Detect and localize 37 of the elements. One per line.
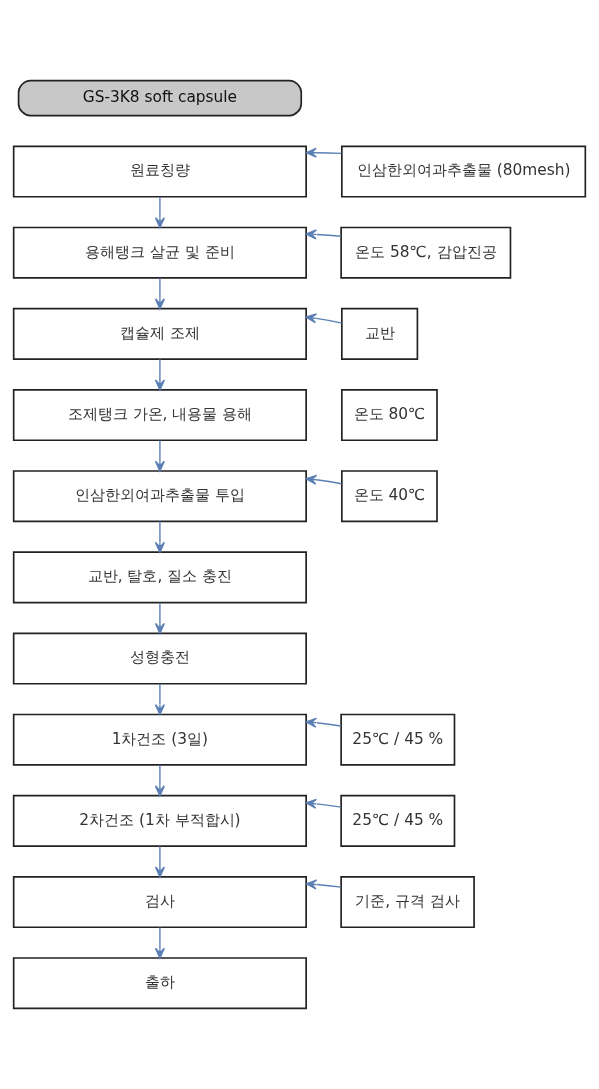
arrow <box>154 683 165 716</box>
node-box: 25℃ / 45 % <box>340 794 456 847</box>
arrow <box>305 474 343 485</box>
node-box: 교반, 탈호, 질소 충진 <box>12 551 307 604</box>
node-box: 출하 <box>12 957 307 1010</box>
arrow <box>154 520 165 553</box>
arrow <box>305 798 342 809</box>
arrow <box>154 602 165 635</box>
node-box: 온도 40℃ <box>341 470 438 523</box>
node-box: 검사 <box>12 876 307 929</box>
arrow <box>154 277 165 310</box>
node-box: 온도 58℃, 감압진공 <box>340 226 512 279</box>
node-box: 성형충전 <box>12 632 307 685</box>
arrow <box>154 196 165 229</box>
node-box: 온도 80℃ <box>341 389 438 442</box>
node-box: 캡슐제 조제 <box>12 307 307 360</box>
node-box: 조제탱크 가온, 내용물 용해 <box>12 389 307 442</box>
node-box: 원료칭량 <box>12 145 307 198</box>
arrow <box>154 358 165 391</box>
node-box: 용해탱크 살균 및 준비 <box>12 226 307 279</box>
arrow <box>154 764 165 797</box>
node-box: 1차건조 (3일) <box>12 713 307 766</box>
node-box: 인삼한외여과추출물 (80mesh) <box>341 145 587 198</box>
arrow <box>154 926 165 959</box>
node-box: GS-3K8 soft capsule <box>17 79 303 117</box>
node-box: 기준, 규격 검사 <box>340 876 475 929</box>
arrow <box>305 147 343 158</box>
arrow <box>154 845 165 878</box>
node-box: 2차건조 (1차 부적합시) <box>12 794 307 847</box>
arrow <box>305 313 343 324</box>
node-box: 교반 <box>341 307 419 360</box>
arrow <box>154 439 165 472</box>
arrow <box>305 879 342 890</box>
node-box: 인삼한외여과추출물 투입 <box>12 470 307 523</box>
node-box: 25℃ / 45 % <box>340 713 456 766</box>
arrow <box>305 717 342 728</box>
arrow <box>305 229 342 240</box>
